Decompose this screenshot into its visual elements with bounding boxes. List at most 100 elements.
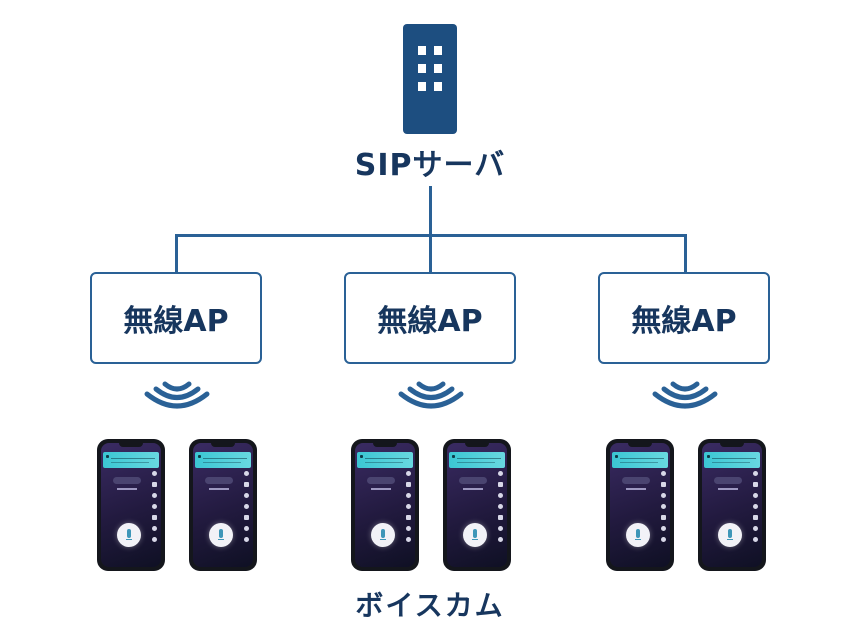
chat-icon — [752, 493, 758, 498]
toggle-icon — [752, 482, 758, 487]
chat-icon — [151, 493, 157, 498]
notification-banner — [704, 452, 760, 468]
wifi-signal-icon — [144, 381, 210, 409]
smartphone-icon — [606, 439, 674, 571]
toggle-icon — [405, 482, 411, 487]
drop-line-right — [684, 234, 687, 272]
smartphone-icon — [698, 439, 766, 571]
gear-icon — [752, 471, 758, 476]
wifi-signal-icon — [652, 381, 718, 409]
phone-notch — [720, 442, 744, 447]
chat-icon — [405, 493, 411, 498]
phone-screen — [447, 443, 507, 567]
notification-banner — [612, 452, 668, 468]
gear-icon — [660, 471, 666, 476]
chat-icon — [243, 504, 249, 509]
block-icon — [497, 537, 503, 542]
group-subtext — [718, 488, 738, 490]
people-icon — [660, 526, 666, 531]
drop-line-center — [429, 234, 432, 272]
people-icon — [151, 526, 157, 531]
phone-sidebar — [658, 471, 668, 561]
toggle-icon — [660, 482, 666, 487]
wifi-signal-icon — [398, 381, 464, 409]
notification-banner — [357, 452, 413, 468]
microphone-icon — [718, 523, 742, 547]
microphone-icon — [463, 523, 487, 547]
block-icon — [243, 537, 249, 542]
phone-screen — [193, 443, 253, 567]
grid-icon — [243, 515, 249, 520]
block-icon — [405, 537, 411, 542]
gear-icon — [151, 471, 157, 476]
group-subtext — [209, 488, 229, 490]
server-icon — [403, 24, 457, 134]
chat-icon — [660, 504, 666, 509]
phone-sidebar — [149, 471, 159, 561]
access-point-box: 無線AP — [344, 272, 516, 364]
notification-banner — [195, 452, 251, 468]
toggle-icon — [151, 482, 157, 487]
server-label: SIPサーバ — [354, 148, 506, 183]
access-point-box: 無線AP — [598, 272, 770, 364]
devices-label: ボイスカム — [355, 589, 505, 622]
group-pill — [113, 477, 141, 484]
group-subtext — [117, 488, 137, 490]
grid-icon — [497, 515, 503, 520]
gear-icon — [497, 471, 503, 476]
group-subtext — [463, 488, 483, 490]
phone-screen — [101, 443, 161, 567]
smartphone-icon — [189, 439, 257, 571]
phone-screen — [702, 443, 762, 567]
access-point-box: 無線AP — [90, 272, 262, 364]
chat-icon — [497, 504, 503, 509]
phone-screen — [610, 443, 670, 567]
group-subtext — [626, 488, 646, 490]
group-pill — [459, 477, 487, 484]
people-icon — [243, 526, 249, 531]
phone-notch — [373, 442, 397, 447]
chat-icon — [243, 493, 249, 498]
block-icon — [151, 537, 157, 542]
phone-notch — [211, 442, 235, 447]
chat-icon — [151, 504, 157, 509]
group-pill — [367, 477, 395, 484]
smartphone-icon — [97, 439, 165, 571]
chat-icon — [405, 504, 411, 509]
smartphone-icon — [351, 439, 419, 571]
group-pill — [622, 477, 650, 484]
drop-line-left — [175, 234, 178, 272]
microphone-icon — [371, 523, 395, 547]
notification-banner — [103, 452, 159, 468]
phone-notch — [119, 442, 143, 447]
block-icon — [660, 537, 666, 542]
people-icon — [405, 526, 411, 531]
chat-icon — [497, 493, 503, 498]
phone-notch — [628, 442, 652, 447]
people-icon — [752, 526, 758, 531]
microphone-icon — [626, 523, 650, 547]
smartphone-icon — [443, 439, 511, 571]
toggle-icon — [497, 482, 503, 487]
group-pill — [205, 477, 233, 484]
grid-icon — [660, 515, 666, 520]
chat-icon — [660, 493, 666, 498]
group-subtext — [371, 488, 391, 490]
phone-sidebar — [241, 471, 251, 561]
microphone-icon — [117, 523, 141, 547]
people-icon — [497, 526, 503, 531]
chat-icon — [752, 504, 758, 509]
gear-icon — [405, 471, 411, 476]
gear-icon — [243, 471, 249, 476]
toggle-icon — [243, 482, 249, 487]
phone-sidebar — [403, 471, 413, 561]
grid-icon — [752, 515, 758, 520]
microphone-icon — [209, 523, 233, 547]
notification-banner — [449, 452, 505, 468]
group-pill — [714, 477, 742, 484]
grid-icon — [151, 515, 157, 520]
phone-screen — [355, 443, 415, 567]
trunk-line — [429, 186, 432, 236]
block-icon — [752, 537, 758, 542]
grid-icon — [405, 515, 411, 520]
